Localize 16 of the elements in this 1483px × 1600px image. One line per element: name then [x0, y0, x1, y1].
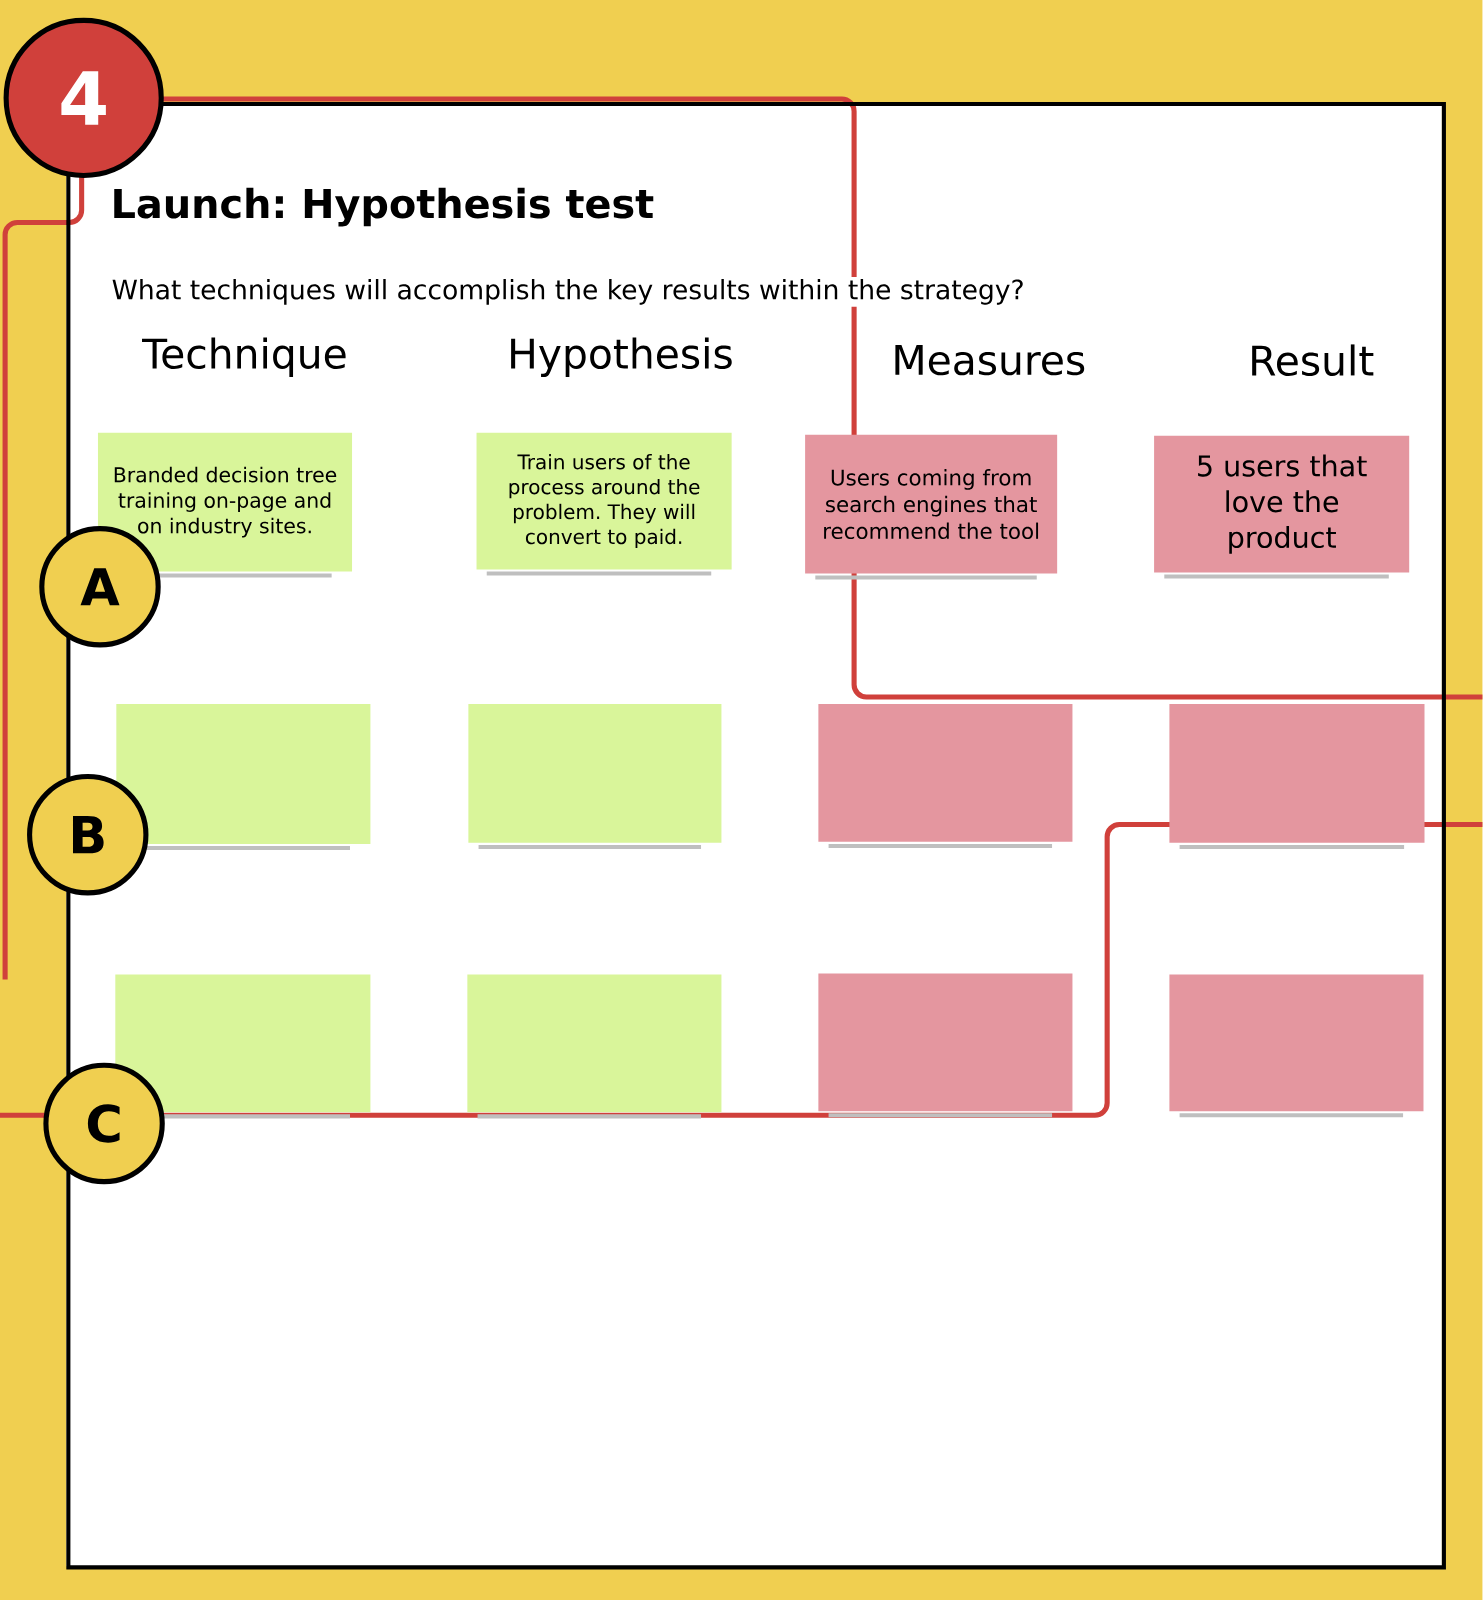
sticky-note: [116, 704, 371, 850]
column-header: Measures: [895, 345, 1085, 376]
sticky-note: Users coming from search engines that recommend the tool: [805, 434, 1058, 580]
column-header: Technique: [142, 337, 346, 377]
sticky-note: [1169, 974, 1424, 1118]
question-text: What techniques will accomplish the key results within the strategy?: [112, 279, 1023, 305]
board-title: Launch: Hypothesis test: [114, 187, 654, 227]
column-header: Result: [1252, 344, 1374, 376]
sticky-note: 5 users that love the product: [1154, 435, 1410, 579]
sticky-note: [818, 973, 1073, 1118]
sticky-note: Train users of the process around the problem. They will convert to paid.: [476, 432, 732, 576]
sticky-note: [818, 704, 1073, 848]
sticky-note: [467, 974, 722, 1119]
sticky-note: [1169, 704, 1425, 849]
column-header: Hypothesis: [511, 337, 732, 377]
sticky-note: [468, 704, 722, 849]
